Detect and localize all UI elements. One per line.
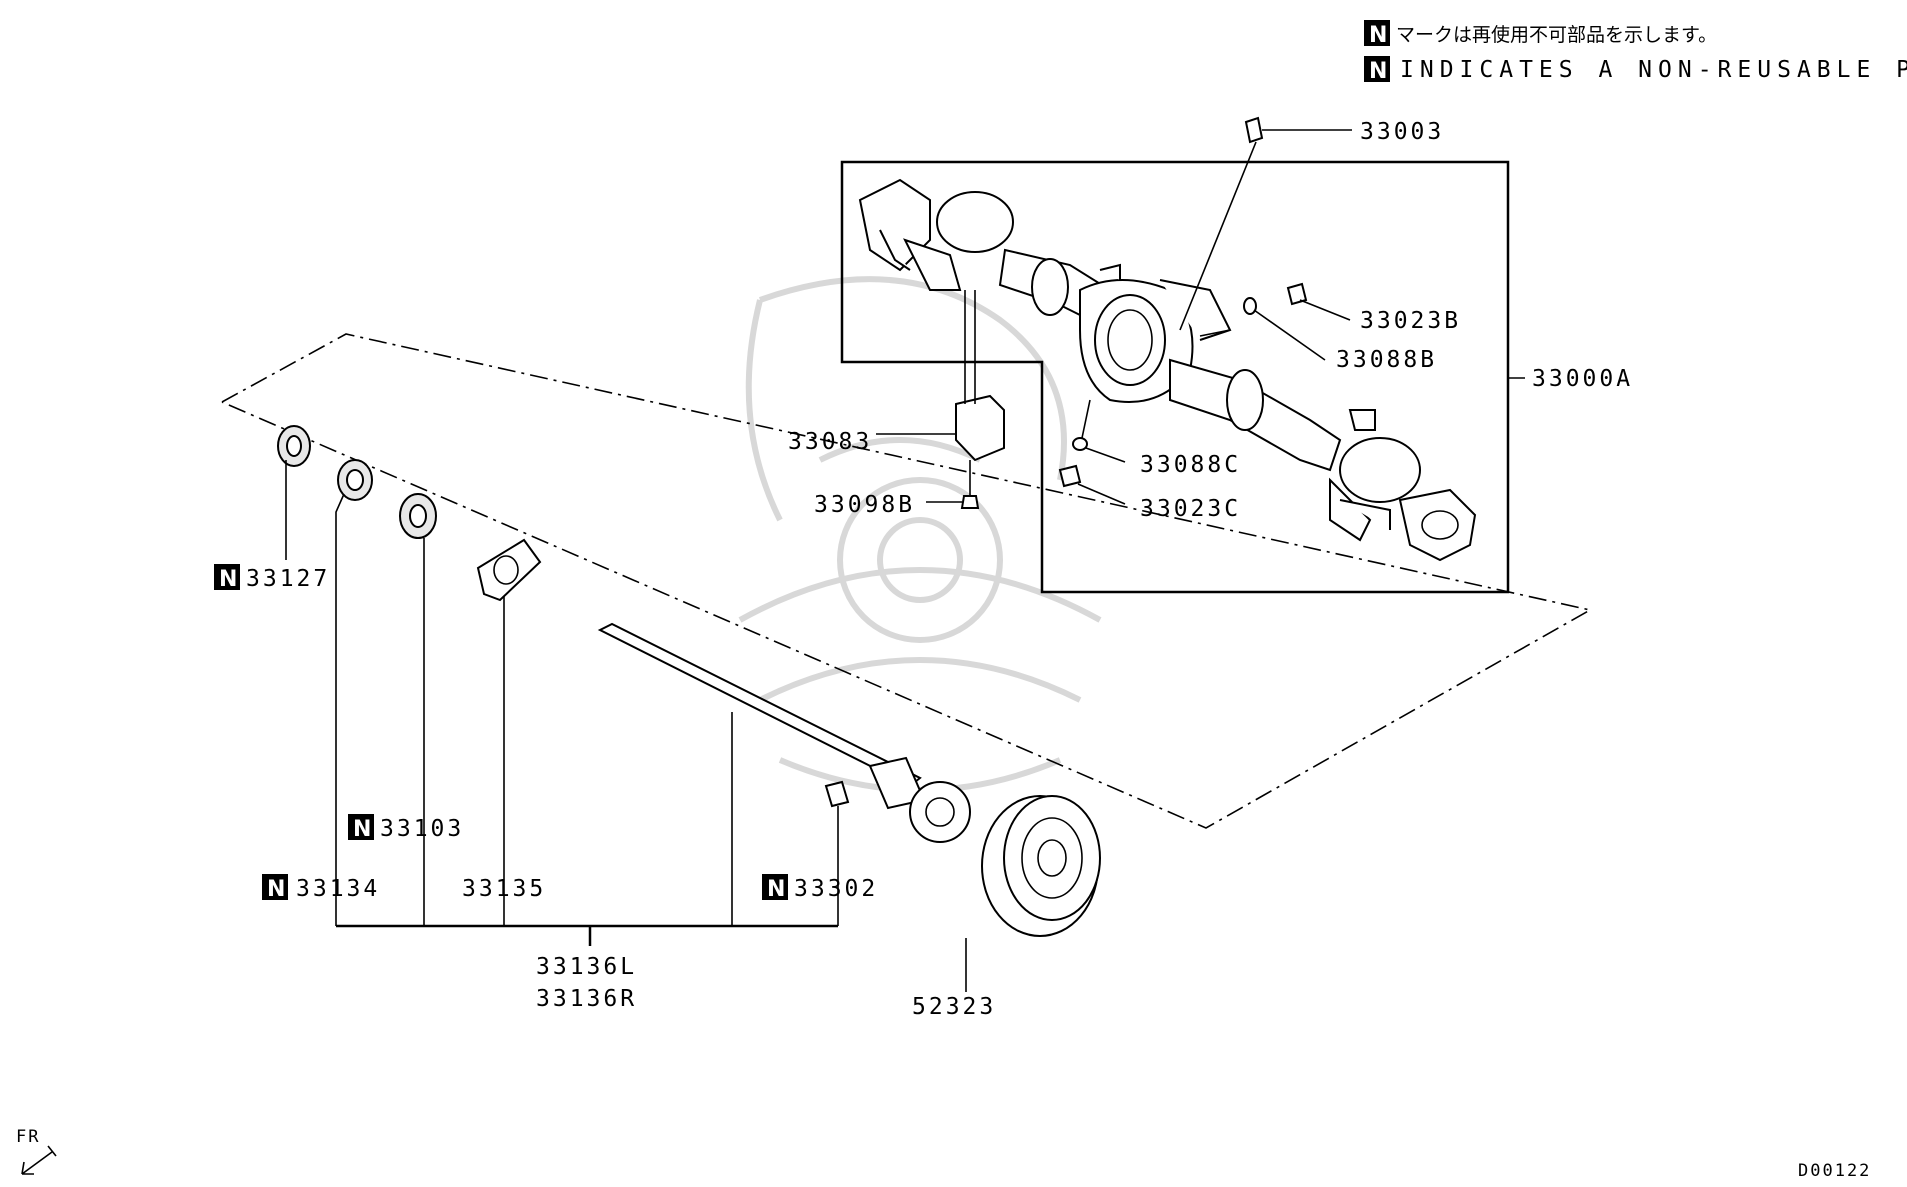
label-52323: 52323 xyxy=(912,994,996,1020)
n-mark-icon xyxy=(214,564,240,590)
n-mark-icon xyxy=(762,874,788,900)
n-mark-letter: N xyxy=(767,877,785,902)
label-33127: 33127 xyxy=(246,566,330,592)
housing-small-parts xyxy=(876,116,1352,509)
label-33083: 33083 xyxy=(788,429,872,455)
label-33088c: 33088C xyxy=(1140,452,1241,478)
label-33098b: 33098B xyxy=(814,492,915,518)
label-33023b: 33023B xyxy=(1360,308,1461,334)
footer: FR D00122 xyxy=(16,1127,1871,1181)
axle-housing-drawing xyxy=(858,178,1477,562)
exploded-view-frame xyxy=(221,333,1593,829)
label-33088b: 33088B xyxy=(1336,347,1437,373)
label-33023c: 33023C xyxy=(1140,496,1241,522)
non-reusable-note: N マークは再使用不可部品を示します。 N INDICATES A NON-RE… xyxy=(1364,20,1907,84)
label-33302: 33302 xyxy=(794,876,878,902)
diagram-code: D00122 xyxy=(1798,1161,1871,1181)
n-mark-letter: N xyxy=(1369,59,1387,84)
n-mark-icon xyxy=(262,874,288,900)
n-mark-icon xyxy=(1364,20,1390,46)
n-mark-icon xyxy=(348,814,374,840)
gasket-lower xyxy=(1072,437,1088,451)
label-33103: 33103 xyxy=(380,816,464,842)
hub-bolt-33302 xyxy=(824,780,850,808)
axle-housing-frame xyxy=(840,160,1525,594)
axle-flange xyxy=(909,781,971,843)
axle-shaft xyxy=(597,622,922,788)
label-33136l: 33136L xyxy=(536,954,637,980)
axle-shaft-parts xyxy=(277,425,1101,937)
part-labels: 33003 33023B 33088B 33000A 33083 33088C … xyxy=(214,119,1633,1020)
n-mark-letter: N xyxy=(267,877,285,902)
n-mark-letter: N xyxy=(1369,23,1387,48)
label-33000a: 33000A xyxy=(1532,366,1633,392)
bracket xyxy=(955,394,1005,462)
n-mark-letter: N xyxy=(219,567,237,592)
label-33135: 33135 xyxy=(462,876,546,902)
label-33136r: 33136R xyxy=(536,986,637,1012)
n-mark-icon xyxy=(1364,56,1390,82)
gasket-upper xyxy=(1243,297,1257,315)
label-33134: 33134 xyxy=(296,876,380,902)
watermark-emblem xyxy=(738,276,1102,793)
retainer-plate-33135 xyxy=(476,538,542,602)
bracket-bolt xyxy=(960,495,980,509)
shaft-leader-lines xyxy=(285,460,967,992)
note-japanese: マークは再使用不可部品を示します。 xyxy=(1396,24,1717,46)
label-33003: 33003 xyxy=(1360,119,1444,145)
drain-plug-lower xyxy=(1058,464,1082,488)
breather-plug xyxy=(1244,116,1264,144)
note-english: INDICATES A NON-REUSABLE PART. xyxy=(1400,57,1907,83)
front-label: FR xyxy=(16,1127,40,1147)
drain-plug-upper xyxy=(1286,282,1308,306)
n-mark-letter: N xyxy=(353,817,371,842)
front-arrow-icon xyxy=(21,1145,57,1175)
